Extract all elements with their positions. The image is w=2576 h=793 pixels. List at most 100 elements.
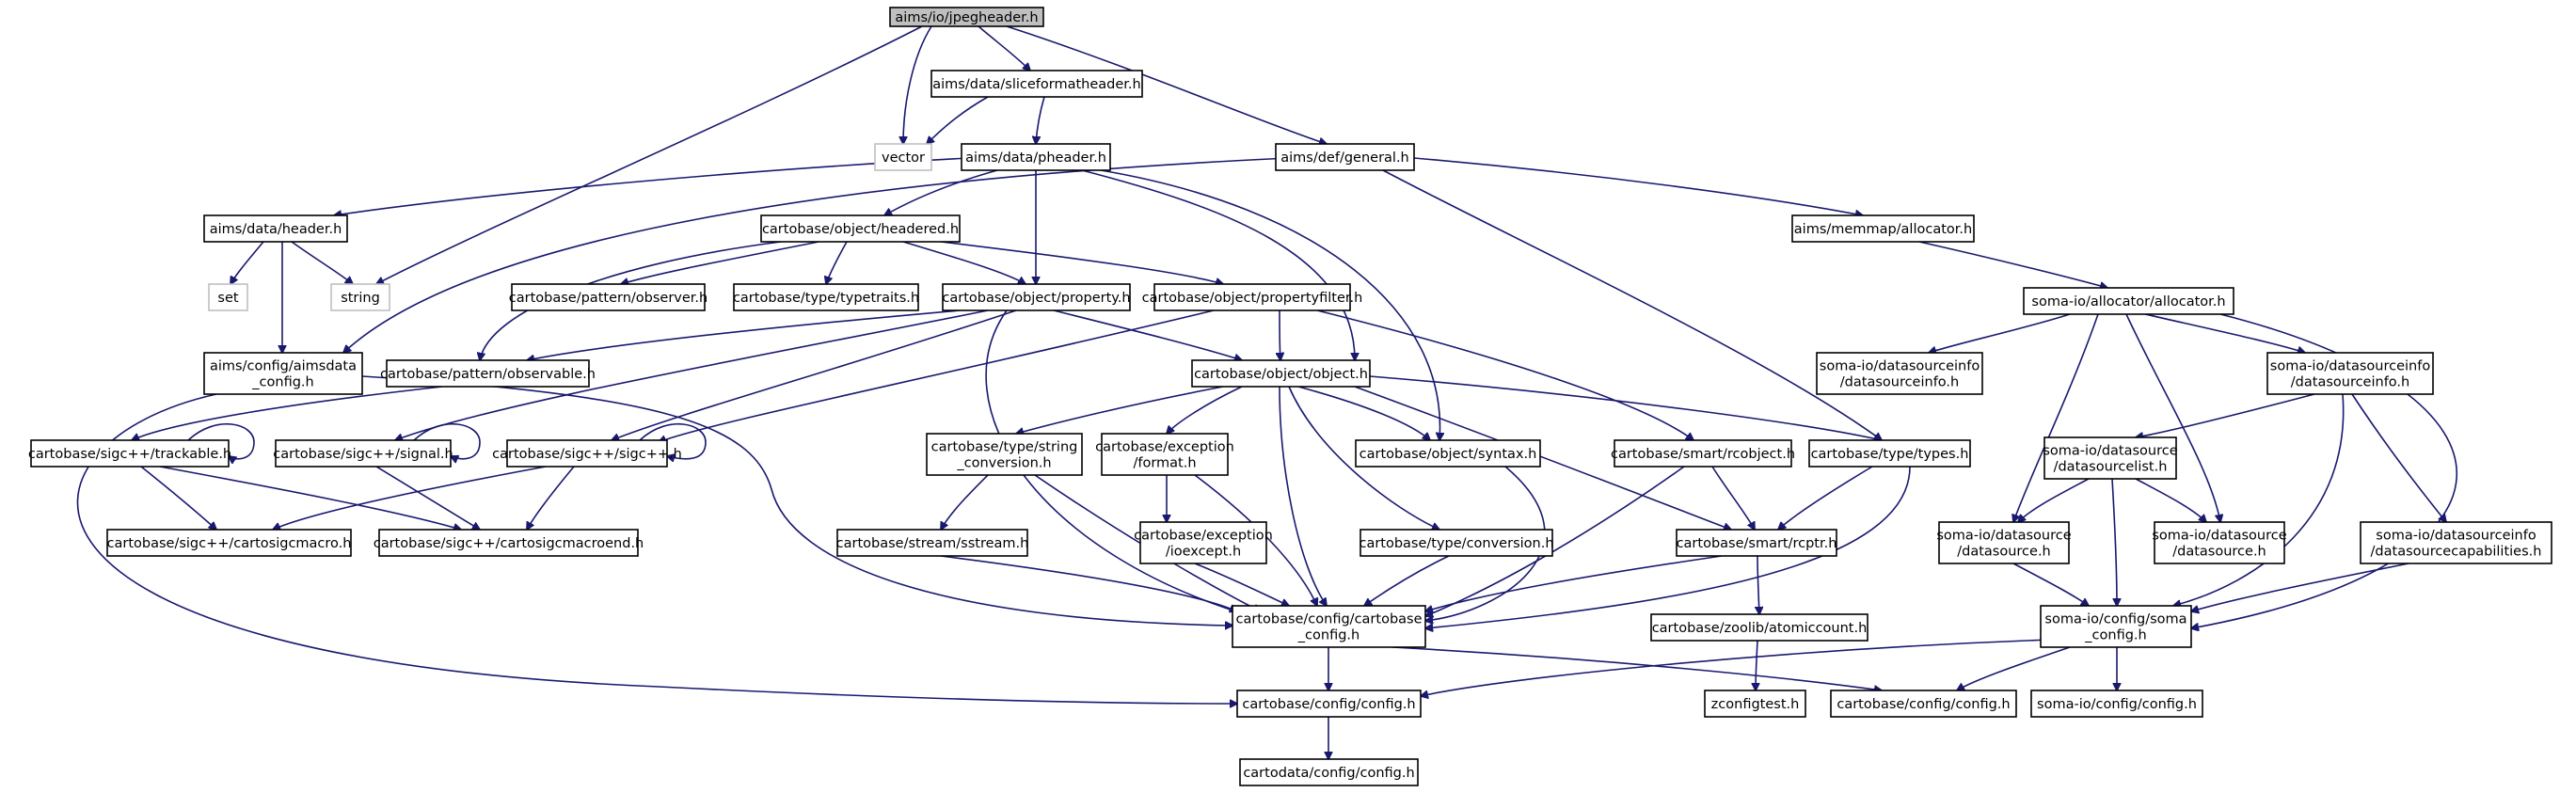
edge-somaconfig-to-config2 xyxy=(1957,646,2071,690)
edge-property-to-cbconfig xyxy=(985,309,1261,619)
node-dscap[interactable]: soma-io/datasourceinfo/datasourcecapabil… xyxy=(2360,521,2552,564)
node-label: soma-io/datasource xyxy=(2043,444,2177,459)
node-vector[interactable]: vector xyxy=(874,143,932,171)
node-box xyxy=(275,439,452,468)
node-typetraits[interactable]: cartobase/type/typetraits.h xyxy=(733,283,919,311)
node-sigcpp[interactable]: cartobase/sigc++/sigc++.h xyxy=(492,439,682,468)
node-types[interactable]: cartobase/type/types.h xyxy=(1808,439,1971,468)
node-label: cartobase/pattern/observer.h xyxy=(509,291,708,306)
node-box xyxy=(930,70,1143,98)
node-label: /datasourcecapabilities.h xyxy=(2371,545,2542,560)
node-somaconfig[interactable]: soma-io/config/soma_config.h xyxy=(2040,605,2192,648)
edge-property-to-object xyxy=(1053,309,1242,360)
node-syntax[interactable]: cartobase/object/syntax.h xyxy=(1355,439,1541,468)
node-excformat[interactable]: cartobase/exception/format.h xyxy=(1095,433,1234,476)
edge-somaalloc-to-dsi2 xyxy=(2144,313,2305,353)
edge-slice-to-vector xyxy=(927,96,989,144)
node-observable[interactable]: cartobase/pattern/observable.h xyxy=(380,359,596,388)
node-somaalloc[interactable]: soma-io/allocator/allocator.h xyxy=(2023,287,2234,315)
edge-object-to-excformat xyxy=(1167,386,1243,434)
node-label: cartobase/sigc++/sigc++.h xyxy=(492,447,682,462)
node-config2[interactable]: cartobase/config/config.h xyxy=(1830,690,2017,718)
node-slice[interactable]: aims/data/sliceformatheader.h xyxy=(930,70,1143,98)
node-aimsconfig[interactable]: aims/config/aimsdata_config.h xyxy=(203,352,363,395)
edge-sigcpp-to-sigcpp xyxy=(639,422,707,459)
node-box xyxy=(208,283,248,311)
node-somaconfig2[interactable]: soma-io/config/config.h xyxy=(2030,690,2203,718)
node-cbconfig[interactable]: cartobase/config/cartobase_config.h xyxy=(1232,605,1426,648)
node-label: set xyxy=(217,291,238,306)
edge-object-to-types xyxy=(1369,375,1882,440)
node-ds1[interactable]: soma-io/datasource/datasource.h xyxy=(1936,521,2072,564)
node-object[interactable]: cartobase/object/object.h xyxy=(1191,359,1371,388)
edge-trackable-to-trackable xyxy=(187,422,255,459)
node-box xyxy=(1153,283,1351,311)
node-box xyxy=(378,529,639,557)
node-label: /datasourceinfo.h xyxy=(2291,375,2409,390)
edge-observable-to-trackable xyxy=(132,386,443,440)
node-label: cartobase/object/object.h xyxy=(1194,367,1368,382)
node-box xyxy=(1101,433,1229,476)
edge-ioexcept-to-cbconfig xyxy=(1194,563,1289,606)
node-conversion[interactable]: cartobase/type/conversion.h xyxy=(1359,529,1554,557)
edge-rcptr-to-atomic xyxy=(1757,555,1759,614)
node-box xyxy=(2154,521,2285,564)
node-zconfig[interactable]: zconfigtest.h xyxy=(1704,690,1806,718)
node-header[interactable]: aims/data/header.h xyxy=(203,214,348,243)
node-label: /datasourceinfo.h xyxy=(1840,375,1959,390)
node-label: cartobase/smart/rcobject.h xyxy=(1611,447,1795,462)
edge-general-to-memalloc xyxy=(1413,157,1863,215)
node-dsi1[interactable]: soma-io/datasourceinfo/datasourceinfo.h xyxy=(1816,352,1983,395)
edge-somaalloc-to-ds2 xyxy=(2125,313,2220,522)
node-pheader[interactable]: aims/data/pheader.h xyxy=(961,143,1111,171)
node-sigcmacroend[interactable]: cartobase/sigc++/cartosigcmacroend.h xyxy=(374,529,644,557)
node-trackable[interactable]: cartobase/sigc++/trackable.h xyxy=(28,439,231,468)
node-signal[interactable]: cartobase/sigc++/signal.h xyxy=(273,439,453,468)
node-set[interactable]: set xyxy=(208,283,248,311)
node-memalloc[interactable]: aims/memmap/allocator.h xyxy=(1791,214,1975,243)
node-box xyxy=(836,529,1028,557)
node-box xyxy=(386,359,590,388)
node-ds2[interactable]: soma-io/datasource/datasource.h xyxy=(2152,521,2287,564)
edge-signal-to-signal xyxy=(413,422,481,459)
node-config1[interactable]: cartobase/config/config.h xyxy=(1236,690,1422,718)
node-string[interactable]: string xyxy=(330,283,390,311)
node-rcptr[interactable]: cartobase/smart/rcptr.h xyxy=(1676,529,1837,557)
node-label: cartobase/type/types.h xyxy=(1811,447,1969,462)
node-dsi2[interactable]: soma-io/datasourceinfo/datasourceinfo.h xyxy=(2266,352,2434,395)
node-observer[interactable]: cartobase/pattern/observer.h xyxy=(509,283,708,311)
node-box xyxy=(2040,605,2192,648)
node-label: soma-io/config/config.h xyxy=(2037,697,2197,712)
edge-somaconfig-to-config1 xyxy=(1421,639,2052,696)
node-label: string xyxy=(341,291,380,306)
node-strconv[interactable]: cartobase/type/string_conversion.h xyxy=(926,433,1083,476)
node-label: cartobase/exception xyxy=(1095,440,1234,455)
node-sigcmacro[interactable]: cartobase/sigc++/cartosigcmacro.h xyxy=(106,529,352,557)
edge-memalloc-to-somaalloc xyxy=(1918,241,2107,288)
node-box xyxy=(1191,359,1371,388)
node-box xyxy=(1139,521,1267,564)
node-label: zconfigtest.h xyxy=(1711,697,1800,712)
node-cdconfig[interactable]: cartodata/config/config.h xyxy=(1239,758,1419,786)
node-rcobject[interactable]: cartobase/smart/rcobject.h xyxy=(1611,439,1795,468)
edge-propfilter-to-rcobject xyxy=(1316,309,1693,440)
edge-sigcpp-to-sigcmacro xyxy=(273,466,547,530)
node-label: aims/memmap/allocator.h xyxy=(1794,222,1972,237)
node-headered[interactable]: cartobase/object/headered.h xyxy=(760,214,961,243)
node-atomic[interactable]: cartobase/zoolib/atomiccount.h xyxy=(1650,613,1868,642)
node-sstream[interactable]: cartobase/stream/sstream.h xyxy=(836,529,1029,557)
node-ioexcept[interactable]: cartobase/exception/ioexcept.h xyxy=(1134,521,1273,564)
node-jpeg[interactable]: aims/io/jpegheader.h xyxy=(889,7,1044,27)
node-general[interactable]: aims/def/general.h xyxy=(1275,143,1415,171)
node-box xyxy=(2266,352,2434,395)
node-dslist[interactable]: soma-io/datasource/datasourcelist.h xyxy=(2043,436,2178,480)
edge-headered-to-observer xyxy=(621,241,819,284)
node-label: soma-io/datasourceinfo xyxy=(1820,359,1980,374)
edge-headered-to-propfilter xyxy=(940,241,1223,284)
node-property[interactable]: cartobase/object/property.h xyxy=(942,283,1131,311)
node-label: cartobase/object/headered.h xyxy=(762,222,959,237)
edge-pheader-to-object xyxy=(1081,169,1355,360)
node-propfilter[interactable]: cartobase/object/propertyfilter.h xyxy=(1142,283,1363,311)
edge-object-to-strconv xyxy=(1016,386,1224,434)
